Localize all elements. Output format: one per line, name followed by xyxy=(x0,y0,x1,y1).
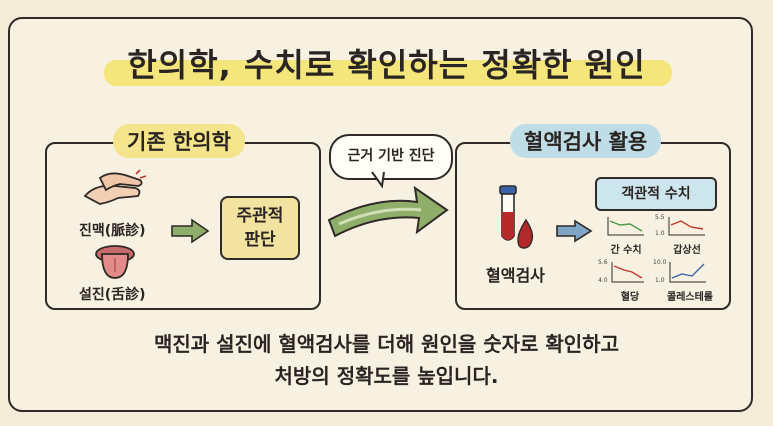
evidence-bubble: 근거 기반 진단 xyxy=(329,134,453,180)
tongue-label: 설진(舌診) xyxy=(79,287,146,303)
right-panel-title: 혈액검사 활용 xyxy=(510,124,662,158)
thyroid-tick-top: 5.5 xyxy=(655,214,665,221)
thyroid-mini-chart xyxy=(668,217,705,236)
glucose-tick-top: 5.6 xyxy=(598,259,608,266)
cholesterol-label: 콜레스테롤 xyxy=(667,292,713,303)
title-highlight xyxy=(104,60,672,86)
test-tube-icon xyxy=(499,185,534,249)
big-transition-arrow xyxy=(327,185,449,238)
thyroid-label: 갑상선 xyxy=(673,245,701,256)
bubble-tail xyxy=(371,171,385,189)
judgement-line-2: 판단 xyxy=(244,230,276,250)
green-arrow-icon xyxy=(171,218,210,244)
glucose-mini-chart xyxy=(611,262,644,283)
tongue-icon xyxy=(95,245,135,279)
judgement-line-1: 주관적 xyxy=(236,206,284,226)
subjective-judgement-box: 주관적 판단 xyxy=(220,196,300,260)
cholesterol-tick-bottom: 1.0 xyxy=(655,277,665,284)
main-title: 한의학, 수치로 확인하는 정확한 원인 xyxy=(127,46,646,84)
footer-line-1: 맥진과 설진에 혈액검사를 더해 원인을 숫자로 확인하고 xyxy=(154,332,619,356)
pulse-hand-icon xyxy=(83,169,147,205)
objective-values-box: 객관적 수치 xyxy=(595,177,717,211)
footer-line-2: 처방의 정확도를 높입니다. xyxy=(274,364,499,388)
pulse-label: 진맥(脈診) xyxy=(79,223,146,239)
liver-label: 간 수치 xyxy=(610,245,642,256)
liver-mini-chart xyxy=(607,217,644,236)
thyroid-tick-bottom: 1.0 xyxy=(655,230,665,237)
glucose-label: 혈당 xyxy=(620,292,640,303)
blood-test-label: 혈액검사 xyxy=(486,266,545,285)
cholesterol-mini-chart xyxy=(669,262,706,283)
left-panel-title: 기존 한의학 xyxy=(113,124,245,158)
cholesterol-tick-top: 10.0 xyxy=(653,259,667,266)
blue-arrow-icon xyxy=(556,219,593,243)
glucose-tick-bottom: 4.0 xyxy=(598,277,608,284)
